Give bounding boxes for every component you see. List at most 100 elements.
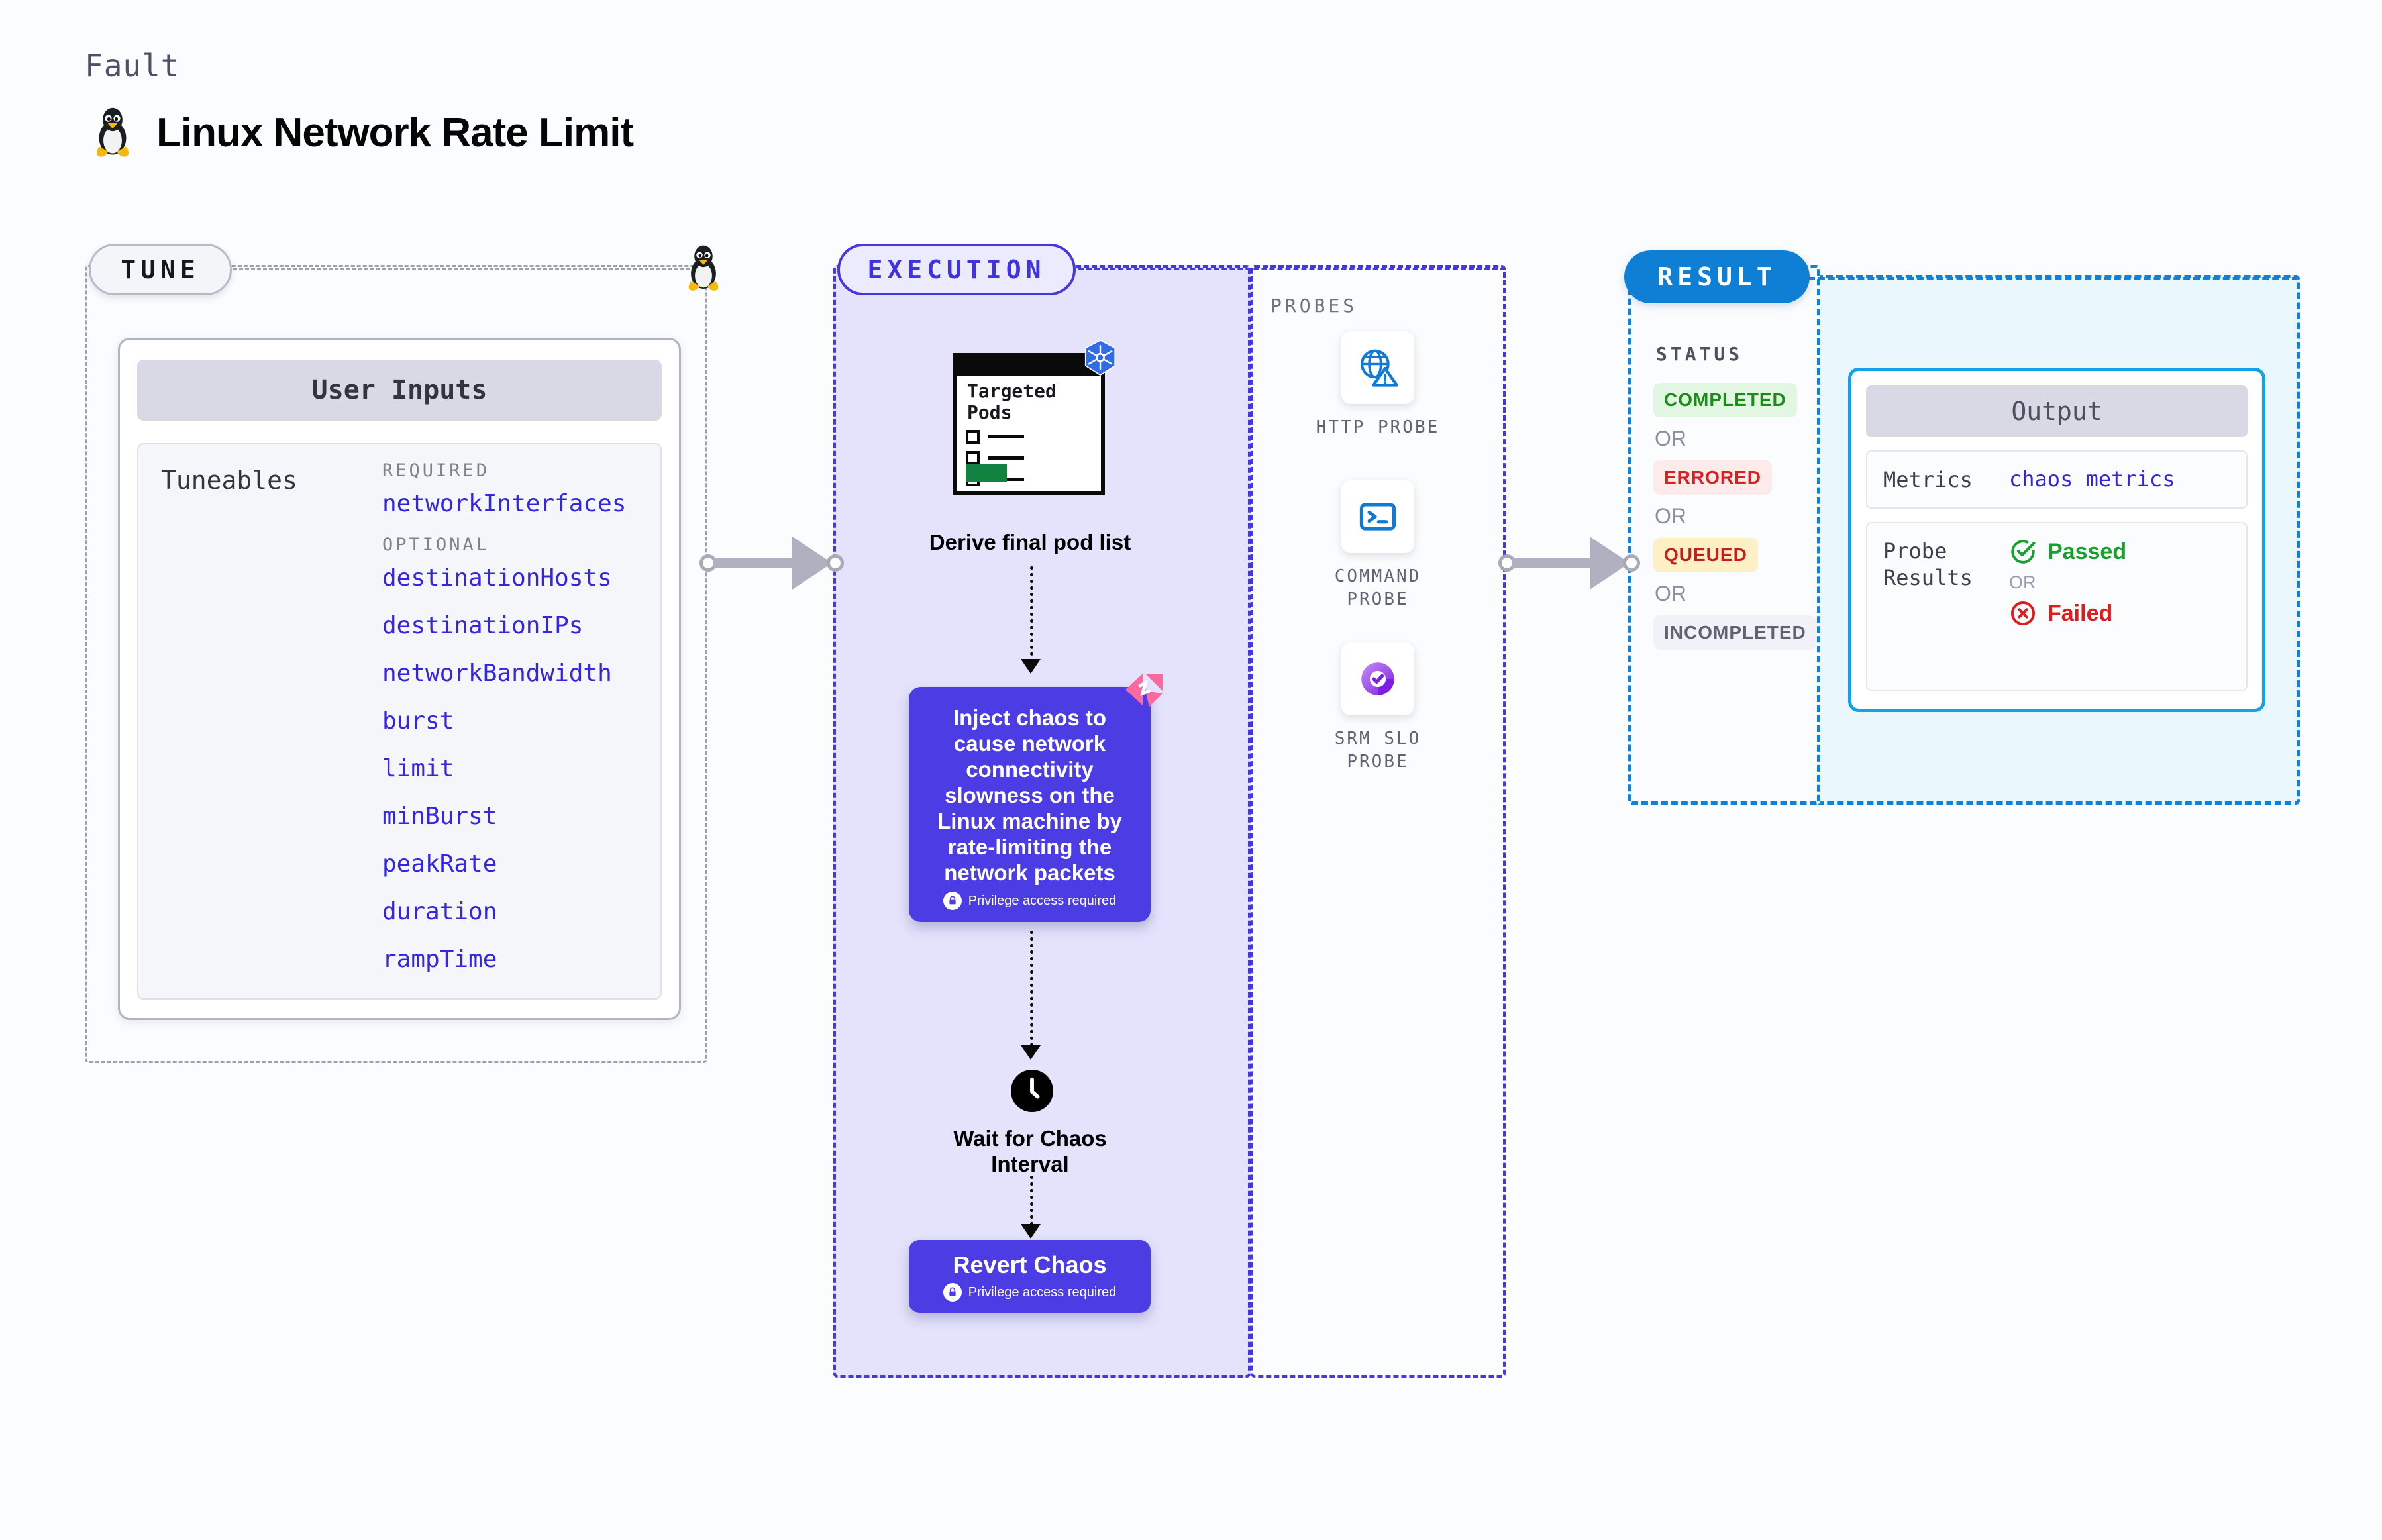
- tuneable-peakRate[interactable]: peakRate: [382, 850, 497, 878]
- revert-chaos-card[interactable]: Revert Chaos Privilege access required: [909, 1240, 1151, 1313]
- result-connector-line: [1808, 277, 2299, 280]
- privilege-note: Privilege access required: [968, 893, 1117, 908]
- status-or: OR: [1655, 582, 1686, 605]
- metrics-row: Metrics chaos metrics: [1866, 450, 2248, 509]
- placeholder-line: [988, 456, 1024, 460]
- tune-connector-line: [233, 268, 690, 270]
- status-or: OR: [1655, 427, 1686, 450]
- check-circle-icon: [2011, 540, 2036, 564]
- user-inputs-card: User Inputs Tuneables REQUIRED networkIn…: [118, 338, 681, 1020]
- linux-penguin-icon: [96, 107, 129, 157]
- probe-label: COMMAND PROBE: [1334, 566, 1422, 610]
- execution-connector-line: [1078, 268, 1506, 270]
- tuneables-group-required: REQUIRED: [382, 460, 490, 481]
- pod-checklist: [966, 430, 1024, 493]
- page-title-row: Linux Network Rate Limit: [93, 106, 634, 159]
- tuneable-limit[interactable]: limit: [382, 755, 454, 782]
- connector-dot-end: [827, 554, 844, 572]
- tuneable-networkInterfaces[interactable]: networkInterfaces: [382, 490, 627, 517]
- connector-execution-to-result: [1498, 537, 1641, 590]
- title-line-1: Targeted: [967, 380, 1057, 402]
- tune-stage-badge[interactable]: TUNE: [89, 244, 232, 295]
- tuneable-rampTime[interactable]: rampTime: [382, 946, 497, 973]
- litmus-logo-icon: [1125, 674, 1163, 707]
- tuneable-duration[interactable]: duration: [382, 898, 497, 925]
- tune-stage-container: [85, 265, 707, 1063]
- pod-row: [966, 430, 1024, 444]
- probe-result-passed: Passed: [2009, 538, 2126, 566]
- flow-arrowhead-3: [1021, 1224, 1041, 1239]
- tuneables-label: Tuneables: [161, 466, 297, 495]
- probe-label: HTTP PROBE: [1316, 417, 1440, 437]
- result-stage-container: [1628, 265, 1820, 805]
- probe-result-failed: Failed: [2009, 599, 2126, 627]
- probe-command[interactable]: COMMAND PROBE: [1315, 480, 1441, 611]
- tuneable-minBurst[interactable]: minBurst: [382, 803, 497, 830]
- checkbox-icon: [966, 430, 980, 444]
- probe-tile: [1341, 331, 1414, 404]
- tuneables-list: REQUIRED networkInterfaces OPTIONAL dest…: [382, 460, 626, 994]
- probe-srm-slo[interactable]: SRM SLO PROBE: [1315, 642, 1441, 774]
- tuneable-destinationHosts[interactable]: destinationHosts: [382, 564, 612, 591]
- revert-chaos-title: Revert Chaos: [953, 1251, 1107, 1278]
- metrics-value[interactable]: chaos metrics: [2009, 466, 2175, 491]
- derive-final-pod-list-label: Derive final pod list: [929, 530, 1131, 554]
- status-bar-green: [966, 464, 1007, 482]
- x-circle-icon: [2010, 601, 2036, 626]
- output-title: Output: [1866, 385, 2248, 437]
- failed-label: Failed: [2047, 600, 2113, 626]
- probes-stage-container: [1251, 265, 1506, 1378]
- status-list: COMPLETED OR ERRORED OR QUEUED OR INCOMP…: [1653, 383, 1817, 650]
- flow-arrowhead-2: [1021, 1045, 1041, 1060]
- flow-arrow-2: [1030, 931, 1033, 1047]
- inject-chaos-text: Inject chaos to cause network connectivi…: [937, 705, 1122, 885]
- tuneables-group-optional: OPTIONAL: [382, 535, 490, 555]
- connector-dot-end: [1623, 554, 1640, 572]
- targeted-pods-title: Targeted Pods: [967, 380, 1057, 424]
- flow-arrow-1: [1030, 566, 1033, 662]
- page-title: Linux Network Rate Limit: [156, 109, 634, 156]
- tuneable-destinationIPs[interactable]: destinationIPs: [382, 612, 584, 639]
- terminal-icon: [1359, 503, 1396, 531]
- card-titlebar: [953, 353, 1105, 376]
- probe-tile: [1341, 480, 1414, 553]
- pod-row: [966, 451, 1024, 465]
- metrics-key: Metrics: [1883, 467, 1973, 492]
- inject-chaos-card[interactable]: Inject chaos to cause network connectivi…: [909, 674, 1163, 922]
- tuneables-panel: Tuneables REQUIRED networkInterfaces OPT…: [137, 443, 662, 1000]
- connector-shaft: [1512, 558, 1610, 568]
- connector-tune-to-execution: [699, 537, 845, 590]
- status-badge-completed: COMPLETED: [1653, 383, 1797, 417]
- slo-donut-check-icon: [1361, 662, 1394, 695]
- privilege-note-row: Privilege access required: [909, 892, 1151, 910]
- passed-label: Passed: [2047, 539, 2127, 564]
- status-badge-incompleted: INCOMPLETED: [1653, 615, 1817, 650]
- lock-icon: [943, 1283, 962, 1302]
- probe-result-or: OR: [2009, 572, 2036, 592]
- result-stage-badge[interactable]: RESULT: [1624, 250, 1810, 303]
- wait-for-chaos-interval-label: Wait for Chaos Interval: [953, 1126, 1107, 1176]
- tuneable-burst[interactable]: burst: [382, 707, 454, 735]
- status-title: STATUS: [1656, 343, 1743, 365]
- lock-icon: [943, 892, 962, 910]
- status-badge-queued: QUEUED: [1653, 538, 1758, 572]
- user-inputs-title: User Inputs: [137, 360, 662, 421]
- fault-kicker: Fault: [85, 48, 180, 83]
- execution-stage-badge[interactable]: EXECUTION: [837, 244, 1076, 295]
- connector-shaft: [713, 558, 812, 568]
- probe-label: SRM SLO PROBE: [1334, 729, 1422, 772]
- probes-title: PROBES: [1270, 295, 1358, 317]
- title-line-2: Pods: [967, 401, 1012, 424]
- tuneable-networkBandwidth[interactable]: networkBandwidth: [382, 660, 612, 687]
- privilege-note: Privilege access required: [968, 1284, 1117, 1300]
- status-badge-errored: ERRORED: [1653, 460, 1773, 495]
- linux-penguin-icon: [688, 245, 719, 291]
- probe-http[interactable]: HTTP PROBE: [1315, 331, 1441, 439]
- status-or: OR: [1655, 504, 1686, 528]
- placeholder-line: [988, 435, 1024, 438]
- kubernetes-icon: [1084, 339, 1116, 376]
